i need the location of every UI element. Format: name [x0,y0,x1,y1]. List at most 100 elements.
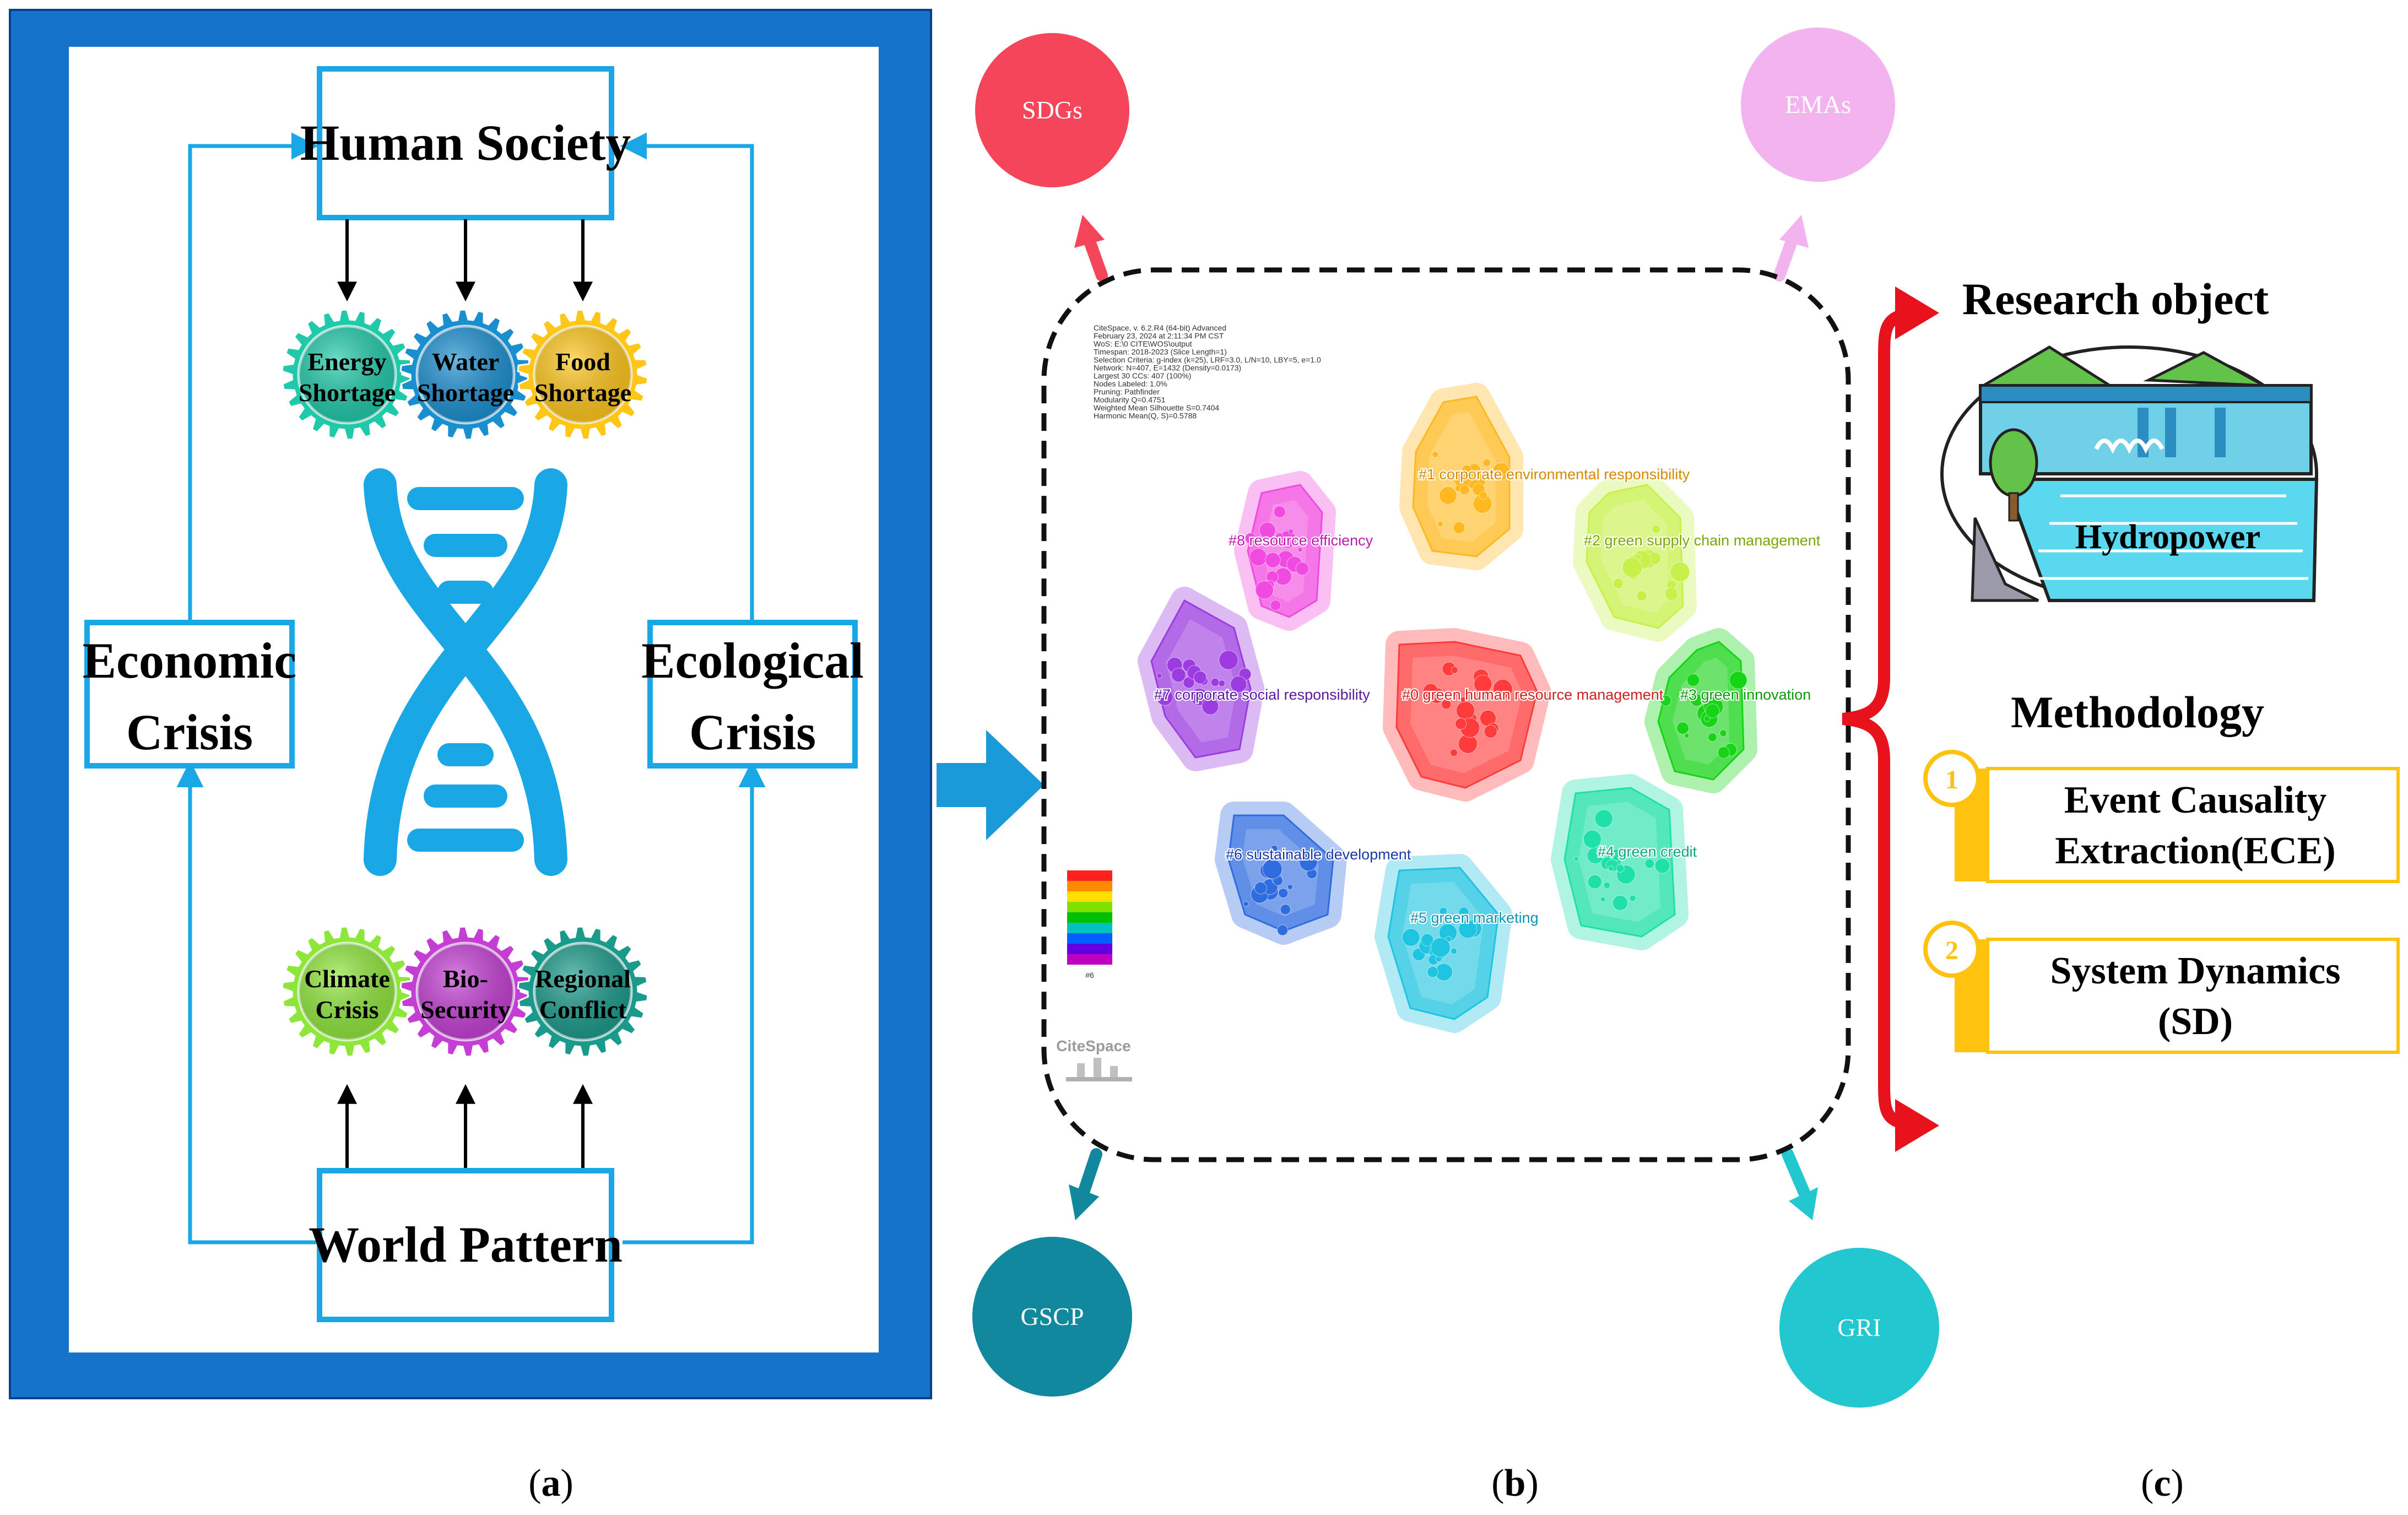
citespace-info-line: Nodes Labeled: 1.0% [1094,380,1167,388]
citespace-info-line: CiteSpace, v. 6.2.R4 (64-bit) Advanced [1094,323,1226,332]
gear-label-line2: Crisis [316,995,379,1024]
cluster-map: #0 green human resource management #1 cor… [1138,383,1822,1033]
human-society-box: Human Society [300,66,631,220]
gscp-label: GSCP [1020,1302,1084,1330]
gear-label-line2: Shortage [417,378,514,407]
citespace-info-line: Largest 30 CCs: 407 (100%) [1094,371,1191,380]
gear-label-line1: Energy [307,348,386,376]
legend-swatch [1067,944,1112,954]
cluster-label: #0 green human resource management [1402,686,1664,703]
cluster-label: #6 sustainable development [1226,846,1411,863]
hydropower-illustration: Hydropower [1940,345,2319,602]
citespace-logo: CiteSpace [1056,1037,1132,1081]
cluster-label: #7 corporate social responsibility [1154,686,1370,703]
panel-c: Research object Hydropower Methodology 1… [1842,274,2400,1152]
gear-label-line1: Water [432,348,500,376]
research-object-title: Research object [1962,274,2269,324]
economic-crisis-line1: Economic [83,632,296,689]
red-brace-icon [1842,308,1920,1130]
citespace-info-line: Modularity Q=0.4751 [1094,396,1166,404]
method-line1: Event Causality [2064,779,2326,821]
sdgs-circle: SDGs [975,33,1129,187]
caption-a-close: ) [561,1462,573,1505]
caption-a-letter: a [542,1462,561,1505]
cluster-label: #3 green innovation [1680,686,1811,703]
cluster-8 [1234,471,1336,631]
method-number-badge [1923,750,1980,807]
method-item: 2 System Dynamics (SD) [1923,921,2400,1054]
gear-label-line2: Security [420,995,511,1024]
method-number-badge [1923,921,1980,978]
emas-label: EMAs [1785,90,1851,118]
legend-number: #6 [1085,971,1094,980]
cluster-label: #8 resource efficiency [1229,532,1373,549]
legend-swatch [1067,891,1112,902]
gear-label-line1: Regional [535,965,631,993]
gri-circle: GRI [1779,1248,1939,1408]
citespace-info-line: Harmonic Mean(Q, S)=0.5788 [1094,412,1197,420]
emas-circle: EMAs [1741,28,1895,182]
caption-b-close: ) [1525,1462,1538,1505]
method-line1: System Dynamics [2050,950,2341,992]
method-number: 2 [1945,936,1958,965]
legend-swatch [1067,902,1112,912]
caption-c-open: ( [2141,1462,2153,1505]
hydropower-label: Hydropower [2075,518,2260,556]
economic-crisis-box: Economic Crisis [83,620,296,769]
gear-label-line1: Food [555,348,610,376]
logo-text: CiteSpace [1056,1037,1130,1054]
caption-c-close: ) [2171,1462,2184,1505]
caption-c: (c) [2141,1462,2184,1505]
gear-label-line1: Bio- [443,965,488,993]
cluster-5 [1375,854,1512,1033]
cluster-6 [1215,802,1347,945]
panel-b: SDGs EMAs GSCP GRI CiteSpace, v. 6.2.R4 … [972,28,1939,1408]
cluster-4 [1551,774,1689,950]
cluster-label: #4 green credit [1598,843,1697,860]
ecological-crisis-line1: Ecological [641,632,864,689]
ecological-crisis-box: Ecological Crisis [641,620,864,769]
caption-b-letter: b [1505,1462,1526,1505]
svg-text:(b): (b) [1491,1462,1539,1505]
method-line2: Extraction(ECE) [2055,830,2335,872]
citespace-info: CiteSpace, v. 6.2.R4 (64-bit) AdvancedFe… [1094,323,1321,420]
gri-label: GRI [1837,1313,1881,1341]
citespace-info-line: Pruning: Pathfinder [1094,387,1160,396]
bottom-gears: ClimateCrisisBio-SecurityRegionalConflic… [281,926,649,1058]
citespace-info-line: Network: N=407, E=1432 (Density=0.0173) [1094,364,1241,372]
legend-swatch [1067,923,1112,933]
gear-label-line2: Shortage [299,378,396,407]
citespace-info-line: February 23, 2024 at 2:11:34 PM CST [1094,332,1224,340]
caption-b-open: ( [1491,1462,1504,1505]
caption-a-open: ( [528,1462,541,1505]
ecological-crisis-line2: Crisis [689,704,816,760]
world-pattern-label: World Pattern [309,1216,623,1273]
gear-bio-icon: Bio-Security [399,926,532,1058]
svg-text:(a): (a) [528,1462,573,1505]
connector-heads [1069,215,1818,1220]
legend-swatch [1067,954,1112,965]
methodology-title: Methodology [2011,687,2264,737]
caption-a: (a) [528,1462,573,1505]
cluster-7 [1138,587,1264,771]
caption-c-letter: c [2153,1462,2171,1505]
method-number: 1 [1945,765,1958,794]
cluster-3 [1644,628,1757,793]
caption-b: (b) [1491,1462,1539,1505]
citespace-info-line: Weighted Mean Silhouette S=0.7404 [1094,403,1219,412]
cluster-0 [1383,628,1551,802]
method-line2: (SD) [2158,1000,2233,1043]
cluster-label: #5 green marketing [1410,910,1539,926]
gscp-circle: GSCP [972,1237,1132,1397]
legend-swatch [1067,881,1112,891]
legend-swatch [1067,912,1112,923]
gear-arrows [337,219,593,1168]
cluster-label: #1 corporate environmental responsibilit… [1419,466,1690,483]
